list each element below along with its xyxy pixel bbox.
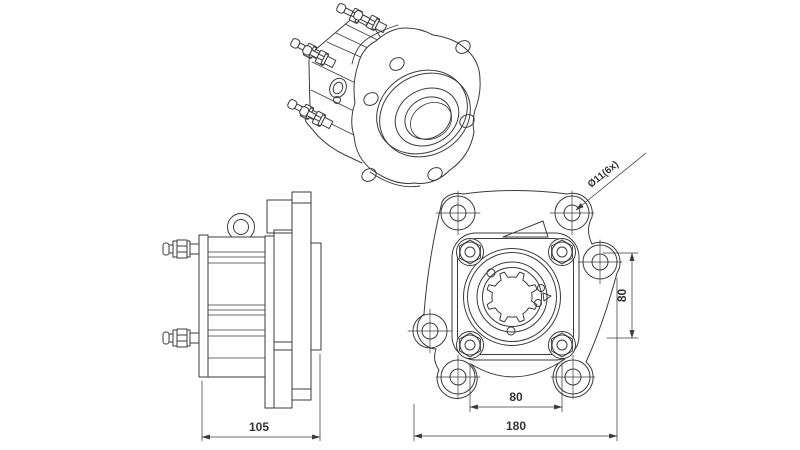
pilot-plate-side: [310, 242, 322, 351]
bolt-hole-iso: [361, 168, 377, 182]
pump-body-side: [207, 236, 266, 378]
top-boss-side: [266, 199, 293, 234]
corner-nut: [456, 238, 484, 266]
dimension-105-label: 105: [249, 420, 269, 434]
bolt-hole-iso: [459, 114, 475, 128]
lifting-eye: [227, 213, 255, 241]
bolt-hole: [550, 354, 596, 400]
side-view: 105: [162, 191, 322, 442]
corner-nut: [548, 331, 576, 359]
stud-bolt-side: [162, 239, 200, 259]
callout-leader-line: [575, 152, 647, 211]
dimension-105: 105: [201, 353, 321, 442]
bolt-hole: [435, 190, 481, 236]
adapter-plate-side: [273, 229, 293, 409]
spacer-plate-side: [264, 235, 275, 409]
bolt-hole-iso: [389, 57, 405, 71]
bolt-hole-iso: [455, 40, 471, 54]
bolt-hole-iso: [363, 92, 379, 106]
snap-ring-tab: [542, 292, 552, 302]
dimension-80-horizontal-label: 80: [509, 390, 523, 404]
dimension-180-label: 180: [506, 419, 526, 433]
mounting-flange-side: [291, 191, 322, 401]
stud-bolt: [334, 0, 372, 29]
dimension-180: 180: [413, 277, 618, 442]
isometric-view: [285, 0, 481, 188]
front-view: 80 80 180 Ø11(6x): [407, 152, 647, 442]
front-plate-side: [198, 234, 209, 378]
locating-tab: [502, 220, 549, 238]
corner-nut: [456, 331, 484, 359]
center-spline-bore: [463, 248, 561, 346]
body-rib-lines: [207, 251, 266, 359]
bolt-hole-iso: [427, 167, 443, 181]
dimension-80-horizontal: 80: [469, 362, 563, 413]
square-plate-outer: [451, 232, 580, 361]
hole-diameter-callout: Ø11(6x): [575, 152, 647, 211]
dimension-80-vertical-label: 80: [615, 289, 629, 303]
corner-nut: [548, 238, 576, 266]
stud-bolt-side: [162, 328, 200, 348]
hub-step-side: [273, 341, 293, 351]
square-plate-inner: [457, 238, 574, 355]
center-bore-iso: [394, 87, 460, 147]
bolt-hole: [549, 190, 595, 236]
flange-outline-front: [416, 190, 621, 399]
bolt-hole: [407, 308, 453, 354]
dimension-80-vertical: 80: [602, 252, 639, 339]
hole-diameter-callout-label: Ø11(6x): [586, 159, 621, 190]
flange-face-iso: [351, 24, 481, 188]
